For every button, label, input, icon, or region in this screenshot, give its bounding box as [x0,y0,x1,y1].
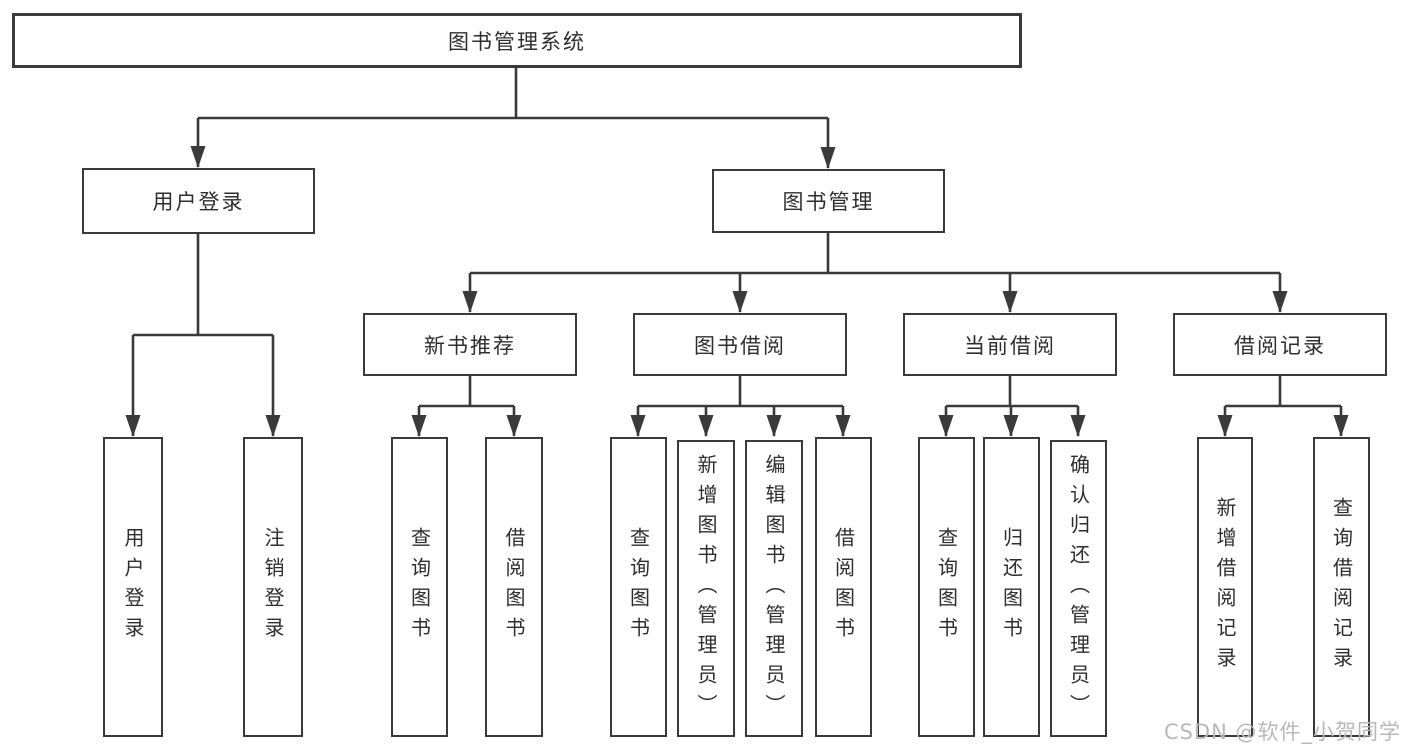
leaf-query-borrow-record: 查询借阅记录 [1313,437,1370,737]
leaf-label: 借阅图书 [502,527,526,647]
leaf-add-books-admin: 新增图书（管理员） [677,440,735,737]
node-current-borrowing: 当前借阅 [903,313,1117,376]
connector-root-to-level2 [190,68,836,169]
node-label: 借阅记录 [1234,333,1326,358]
connector-user-login-to-leaves [125,234,281,437]
watermark: CSDN @软件_小贺同学 [1163,720,1401,744]
leaf-return-books: 归还图书 [983,437,1040,737]
node-label: 新书推荐 [424,333,516,358]
leaf-label: 新增借阅记录 [1213,497,1237,677]
leaf-label: 编辑图书（管理员） [762,453,786,724]
node-borrowing-records: 借阅记录 [1173,313,1387,376]
leaf-borrow-books-recommend: 借阅图书 [485,437,543,737]
connector-borrowing-records-to-leaves [1217,376,1349,437]
leaf-label: 查询图书 [407,527,432,647]
leaf-label: 查询图书 [626,527,651,647]
leaf-borrow-books-borrowing: 借阅图书 [815,437,872,737]
leaf-edit-books-admin: 编辑图书（管理员） [745,440,803,737]
leaf-user-login: 用户登录 [103,437,163,737]
leaf-label: 查询图书 [934,527,959,647]
node-label: 用户登录 [152,190,245,214]
leaf-label: 归还图书 [999,527,1024,647]
node-book-management-system: 图书管理系统 [12,13,1022,68]
node-label: 当前借阅 [964,333,1056,358]
node-book-borrowing: 图书借阅 [633,313,847,376]
connector-book-borrowing-to-leaves [630,376,851,437]
leaf-query-books-borrowing: 查询图书 [610,437,667,737]
node-label: 图书借阅 [694,333,786,358]
connector-book-management-to-level3 [462,233,1288,313]
node-book-management: 图书管理 [712,169,945,233]
leaf-add-borrow-record: 新增借阅记录 [1197,437,1253,737]
leaf-confirm-return-admin: 确认归还（管理员） [1050,440,1107,737]
leaf-label: 新增图书（管理员） [694,453,718,724]
connector-new-book-recommend-to-leaves [411,376,522,437]
node-new-book-recommend: 新书推荐 [363,313,577,376]
node-user-login: 用户登录 [82,168,315,234]
leaf-query-books-current: 查询图书 [918,437,975,737]
connector-current-borrowing-to-leaves [938,376,1086,437]
leaf-query-books-recommend: 查询图书 [391,437,448,737]
node-label: 图书管理系统 [448,29,586,54]
leaf-label: 查询借阅记录 [1329,497,1354,677]
leaf-logout: 注销登录 [243,437,303,737]
leaf-label: 用户登录 [121,527,145,647]
leaf-label: 注销登录 [261,527,285,647]
leaf-label: 借阅图书 [831,527,856,647]
node-label: 图书管理 [782,190,875,214]
leaf-label: 确认归还（管理员） [1066,453,1091,724]
